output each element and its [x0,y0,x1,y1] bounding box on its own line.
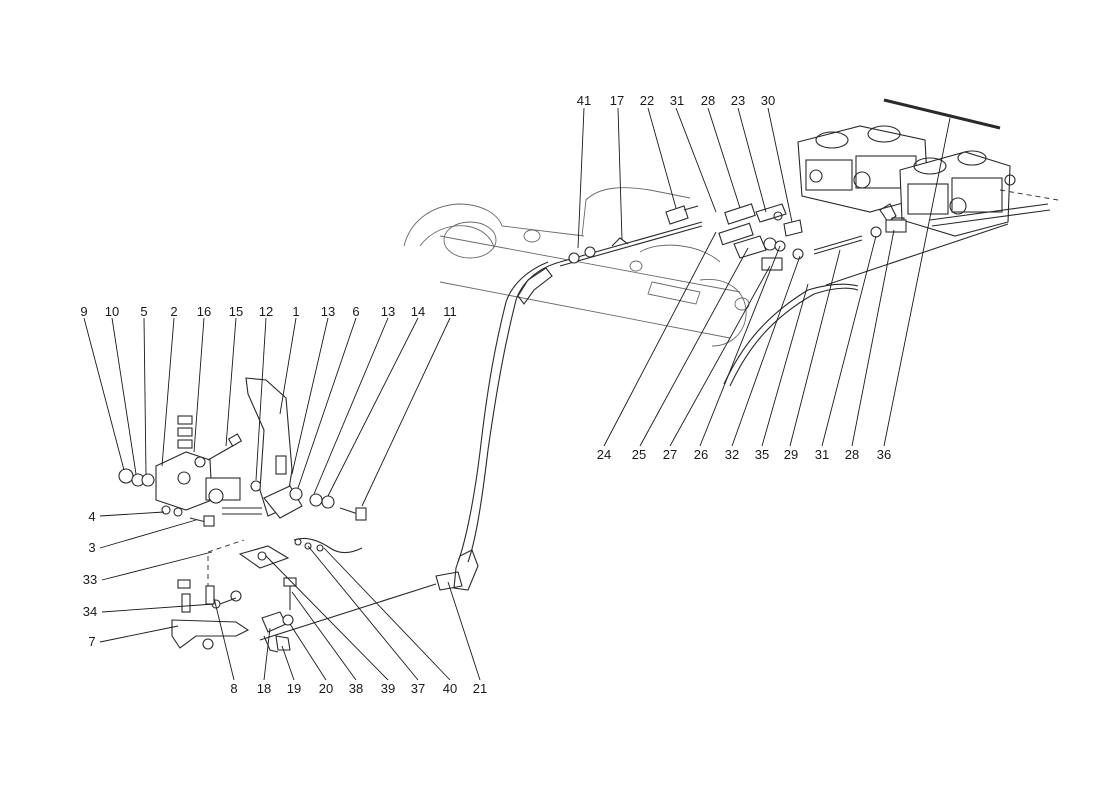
callout-30: 30 [761,93,775,108]
callout-24: 24 [597,447,611,462]
callout-9: 9 [80,304,87,319]
callout-41: 41 [577,93,591,108]
callout-31-top: 31 [670,93,684,108]
throttle-cable [259,221,703,641]
callout-8: 8 [230,681,237,696]
callout-2: 2 [170,304,177,319]
callout-25: 25 [632,447,646,462]
upper-linkage-parts [665,203,1009,387]
callout-15: 15 [229,304,243,319]
callout-11: 11 [443,304,457,319]
callout-31-bottom: 31 [815,447,829,462]
engine-silhouette [403,187,750,347]
callout-4: 4 [88,509,95,524]
callout-39: 39 [381,681,395,696]
callout-34: 34 [83,604,97,619]
callout-29: 29 [784,447,798,462]
callout-18: 18 [257,681,271,696]
callout-19: 19 [287,681,301,696]
callout-3: 3 [88,540,95,555]
callout-32: 32 [725,447,739,462]
callout-38: 38 [349,681,363,696]
callout-35: 35 [755,447,769,462]
callout-10: 10 [105,304,119,319]
callout-23: 23 [731,93,745,108]
callout-6: 6 [352,304,359,319]
callout-28-top: 28 [701,93,715,108]
callout-7: 7 [88,634,95,649]
callout-22: 22 [640,93,654,108]
callout-1: 1 [292,304,299,319]
carburettor-assembly [797,98,1059,237]
callout-37: 37 [411,681,425,696]
callout-20: 20 [319,681,333,696]
callout-17: 17 [610,93,624,108]
callout-28-bottom: 28 [845,447,859,462]
callout-14: 14 [411,304,425,319]
callout-16: 16 [197,304,211,319]
callout-40: 40 [443,681,457,696]
callout-21: 21 [473,681,487,696]
callout-12: 12 [259,304,273,319]
callout-27: 27 [663,447,677,462]
callout-labels: 41 17 22 31 28 23 30 24 25 27 26 32 35 2… [80,93,891,696]
lower-linkage-parts [171,537,363,653]
callout-26: 26 [694,447,708,462]
callout-33: 33 [83,572,97,587]
pedal-assembly [118,377,367,527]
callout-5: 5 [140,304,147,319]
leader-lines [83,107,951,681]
callout-13-a: 13 [321,304,335,319]
callout-36: 36 [877,447,891,462]
callout-13-b: 13 [381,304,395,319]
